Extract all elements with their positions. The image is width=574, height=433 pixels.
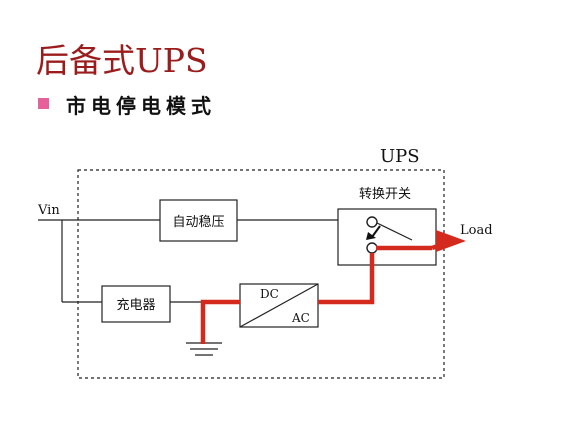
square-bullet-icon <box>38 98 49 109</box>
ground-icon <box>186 342 222 356</box>
switch-contact-top <box>366 216 378 228</box>
switch-blade <box>376 222 413 241</box>
inverter-ac-label: AC <box>291 311 310 325</box>
charger-label: 充电器 <box>116 297 155 313</box>
switch-arrow-head <box>366 232 376 240</box>
switch-block <box>337 208 437 266</box>
slide-title: 后备式UPS <box>36 41 208 80</box>
switch-contact-bottom <box>366 242 378 254</box>
charger-block <box>101 285 171 323</box>
load-label: Load <box>460 223 493 238</box>
ups-label: UPS <box>380 146 420 167</box>
vin-label: Vin <box>37 203 60 218</box>
switch-arrow-shaft <box>371 225 381 238</box>
ups-container <box>77 169 445 379</box>
regulator-block <box>159 199 238 242</box>
inverter-dc-label: DC <box>260 287 279 301</box>
inverter-diagonal <box>239 283 319 328</box>
bullet-text: 市电停电模式 <box>66 94 216 118</box>
load-arrow-icon <box>436 230 466 252</box>
regulator-label: 自动稳压 <box>172 214 224 230</box>
switch-label: 转换开关 <box>359 187 411 202</box>
